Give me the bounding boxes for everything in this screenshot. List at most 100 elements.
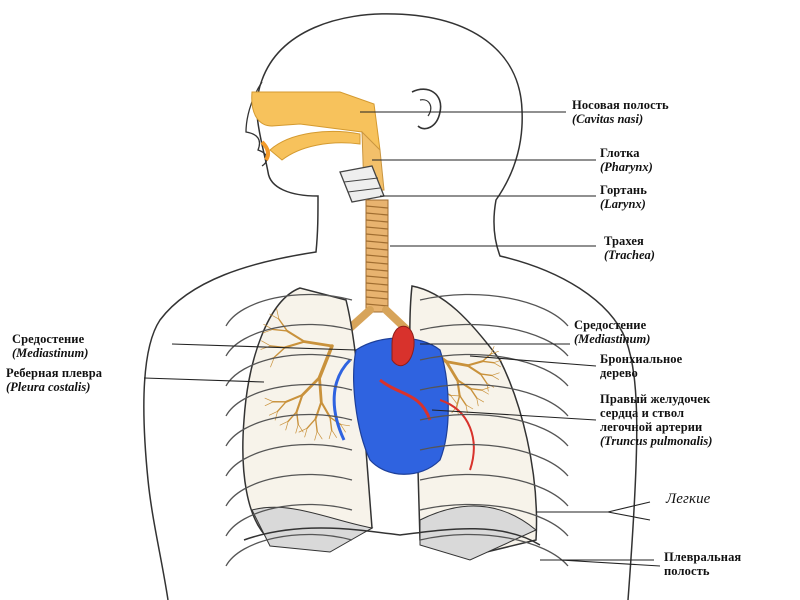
- rib-right: [419, 533, 569, 567]
- rib-left: [225, 353, 353, 387]
- bronchus-branch: [300, 376, 321, 397]
- bronchus-branch: [264, 397, 274, 403]
- trachea-ring: [365, 233, 389, 237]
- bronchus-branch: [450, 394, 462, 397]
- rib-left: [225, 533, 353, 567]
- bronchus-branch: [284, 394, 304, 403]
- label-nasal-cavity: Носовая полость (Cavitas nasi): [572, 98, 669, 126]
- label-larynx: Гортань (Larynx): [600, 183, 647, 211]
- bronchus-branch: [295, 411, 299, 426]
- label-pleural-cavity: Плевральная полость: [664, 550, 742, 578]
- bronchus-branch: [295, 424, 299, 434]
- trachea-ring: [365, 219, 389, 223]
- bronchus-branch: [456, 379, 461, 397]
- label-lungs: Легкие: [666, 491, 711, 507]
- bronchus-branch: [479, 373, 488, 384]
- rib-right: [419, 473, 569, 507]
- body-outline: [143, 13, 638, 600]
- bronchus-branch: [465, 404, 468, 414]
- label-mediastinum-right: Средостение (Mediastinum): [574, 318, 651, 346]
- bronchus-branch: [276, 308, 280, 320]
- rib-cage: [225, 293, 569, 567]
- bronchus-branch: [340, 424, 346, 433]
- trachea-ring: [365, 261, 389, 265]
- bronchus-branch: [318, 376, 323, 404]
- bronchus-branch: [491, 375, 499, 380]
- rib-left: [225, 443, 353, 477]
- trachea-ring: [365, 268, 389, 272]
- rib-left: [225, 323, 353, 357]
- bronchus-branch: [297, 424, 304, 433]
- leader-lines: [143, 111, 661, 567]
- trachea-ring: [365, 303, 389, 307]
- bronchus-branch: [328, 429, 332, 440]
- bronchus-branch: [285, 420, 289, 431]
- rib-right: [419, 443, 569, 477]
- trachea-ring: [365, 282, 389, 286]
- label-pharynx: Глотка (Pharynx): [600, 146, 653, 174]
- trachea-ring: [365, 240, 389, 244]
- bronchus-branch: [465, 404, 474, 410]
- bronchus-branch: [329, 416, 333, 431]
- bronchus-branch: [320, 400, 332, 419]
- trachea-ring: [365, 275, 389, 279]
- rib-left: [225, 503, 353, 537]
- bronchus-branch: [286, 329, 306, 343]
- trachea-ring: [365, 289, 389, 293]
- trachea-ring: [365, 247, 389, 251]
- rib-right: [419, 323, 569, 357]
- trachea-ring: [365, 226, 389, 230]
- bronchus-branch: [273, 346, 286, 358]
- bronchus-branch: [479, 373, 493, 377]
- diaphragm-line: [243, 527, 541, 546]
- label-pleura-costalis: Реберная плевра (Pleura costalis): [6, 366, 103, 394]
- trachea-ring: [365, 205, 389, 209]
- trachea-ring: [365, 254, 389, 258]
- bronchus-branch: [469, 387, 478, 399]
- ear-shape: [411, 88, 442, 130]
- bronchus-branch: [278, 318, 288, 332]
- bronchus-branch: [493, 359, 502, 364]
- bronchus-branch: [331, 429, 337, 438]
- bronchus-branch: [261, 340, 271, 347]
- bronchus-branch: [298, 427, 308, 433]
- bronchus-branch: [444, 360, 459, 382]
- aorta-shape: [391, 325, 415, 367]
- label-truncus: Правый желудочек сердца и ствол легочной…: [600, 392, 713, 448]
- bronchus-branch: [490, 350, 499, 355]
- rib-right: [419, 293, 569, 327]
- bronchus-branch: [476, 397, 485, 403]
- bronchus-branch: [466, 364, 482, 376]
- bronchus-branch: [304, 427, 308, 438]
- bronchus-branch: [283, 340, 306, 349]
- heart-shape: [353, 337, 449, 475]
- rib-left: [225, 473, 353, 507]
- bronchus-branch: [481, 389, 489, 395]
- bronchus-branch: [444, 360, 469, 367]
- bronchus-branch: [279, 420, 289, 426]
- bronchus-branch: [491, 372, 500, 376]
- bronchus-branch: [260, 345, 271, 350]
- rib-right: [419, 353, 569, 387]
- bronchus-branch: [317, 344, 334, 380]
- rib-right: [419, 413, 569, 447]
- bronchus-branch: [481, 387, 490, 391]
- bronchus-branch: [314, 400, 323, 420]
- bronchus-branch: [493, 362, 501, 368]
- bronchus-branch: [314, 430, 318, 441]
- rib-right: [419, 503, 569, 537]
- nasal-cavity-shape: [251, 91, 381, 157]
- bronchus-branch: [274, 410, 278, 421]
- bronchus-branch: [456, 394, 461, 408]
- trachea-ring: [365, 296, 389, 300]
- trachea-ring: [365, 212, 389, 216]
- label-mediastinum-left: Средостение (Mediastinum): [12, 332, 89, 360]
- bronchus-branch: [466, 360, 484, 367]
- bronchus-branch: [340, 424, 350, 427]
- rib-right: [419, 383, 569, 417]
- bronchus-branch: [269, 410, 278, 416]
- bronchus-branch: [276, 401, 287, 413]
- bronchus-branch: [490, 346, 495, 355]
